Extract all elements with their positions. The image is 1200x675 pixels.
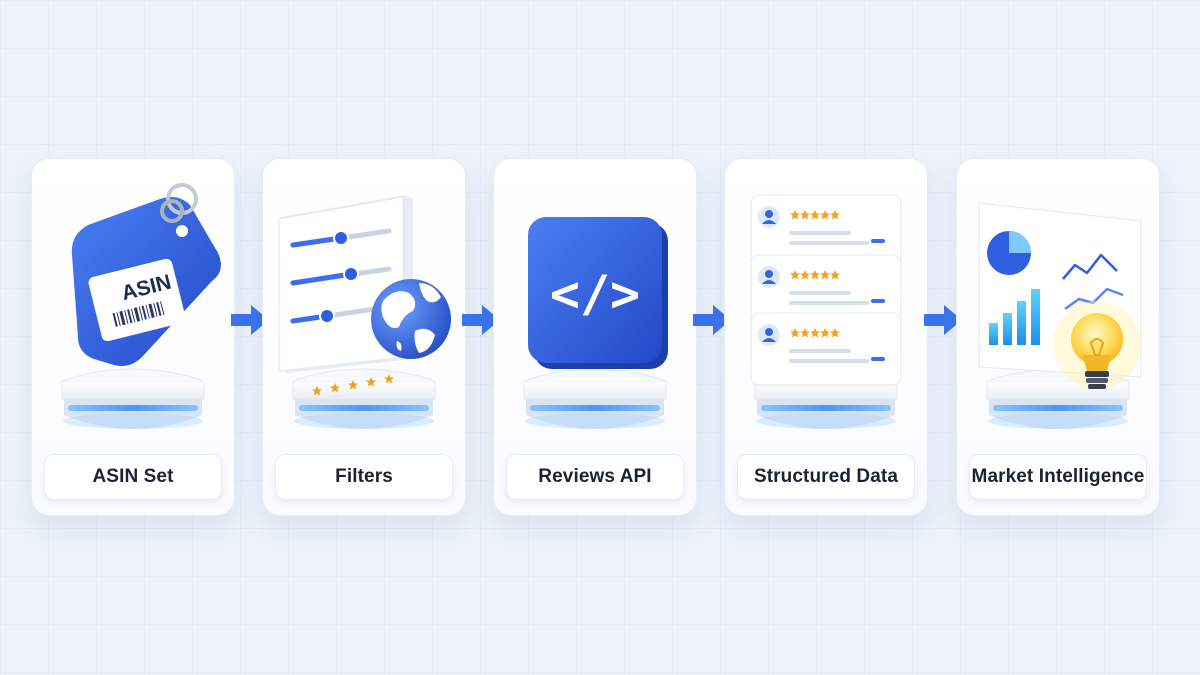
key-ring <box>160 183 198 223</box>
tag-icon: ASIN <box>71 197 221 366</box>
code-icon: </> <box>528 217 668 369</box>
step-card-market-intelligence: Market Intelligence <box>956 158 1160 516</box>
step-card-filters: Filters <box>262 158 466 516</box>
arrow-right-icon <box>924 305 962 335</box>
step-label-asin-set: ASIN Set <box>44 454 222 500</box>
step-label-market-intelligence: Market Intelligence <box>969 454 1147 500</box>
platform <box>61 368 205 430</box>
platform <box>292 368 436 430</box>
market-intelligence-illustration <box>978 202 1142 430</box>
step-card-asin-set: ASIN ASIN Set <box>31 158 235 516</box>
lightbulb-icon <box>1053 301 1141 389</box>
step-label-structured-data: Structured Data <box>737 454 915 500</box>
line-chart-icon <box>1062 253 1124 311</box>
review-card <box>750 254 902 328</box>
step-card-reviews-api: </> Reviews API <box>493 158 697 516</box>
structured-data-illustration <box>750 194 902 430</box>
bar-chart-icon <box>989 289 1040 345</box>
arrow-right-icon <box>693 305 731 335</box>
user-icon <box>758 206 780 228</box>
user-icon <box>758 266 780 288</box>
step-label-filters: Filters <box>275 454 453 500</box>
reviews-api-illustration: </> <box>523 217 668 430</box>
step-label-reviews-api: Reviews API <box>506 454 684 500</box>
user-icon <box>758 324 780 346</box>
platform <box>523 368 667 430</box>
filters-illustration <box>278 195 451 430</box>
code-glyph: </> <box>550 265 640 323</box>
asin-set-illustration: ASIN <box>61 183 221 430</box>
review-card <box>750 312 902 386</box>
arrow-right-icon <box>462 305 500 335</box>
review-card <box>750 194 902 274</box>
globe-icon <box>371 279 451 359</box>
arrow-right-icon <box>231 305 269 335</box>
pie-chart-icon <box>987 231 1031 275</box>
step-card-structured-data: Structured Data <box>724 158 928 516</box>
